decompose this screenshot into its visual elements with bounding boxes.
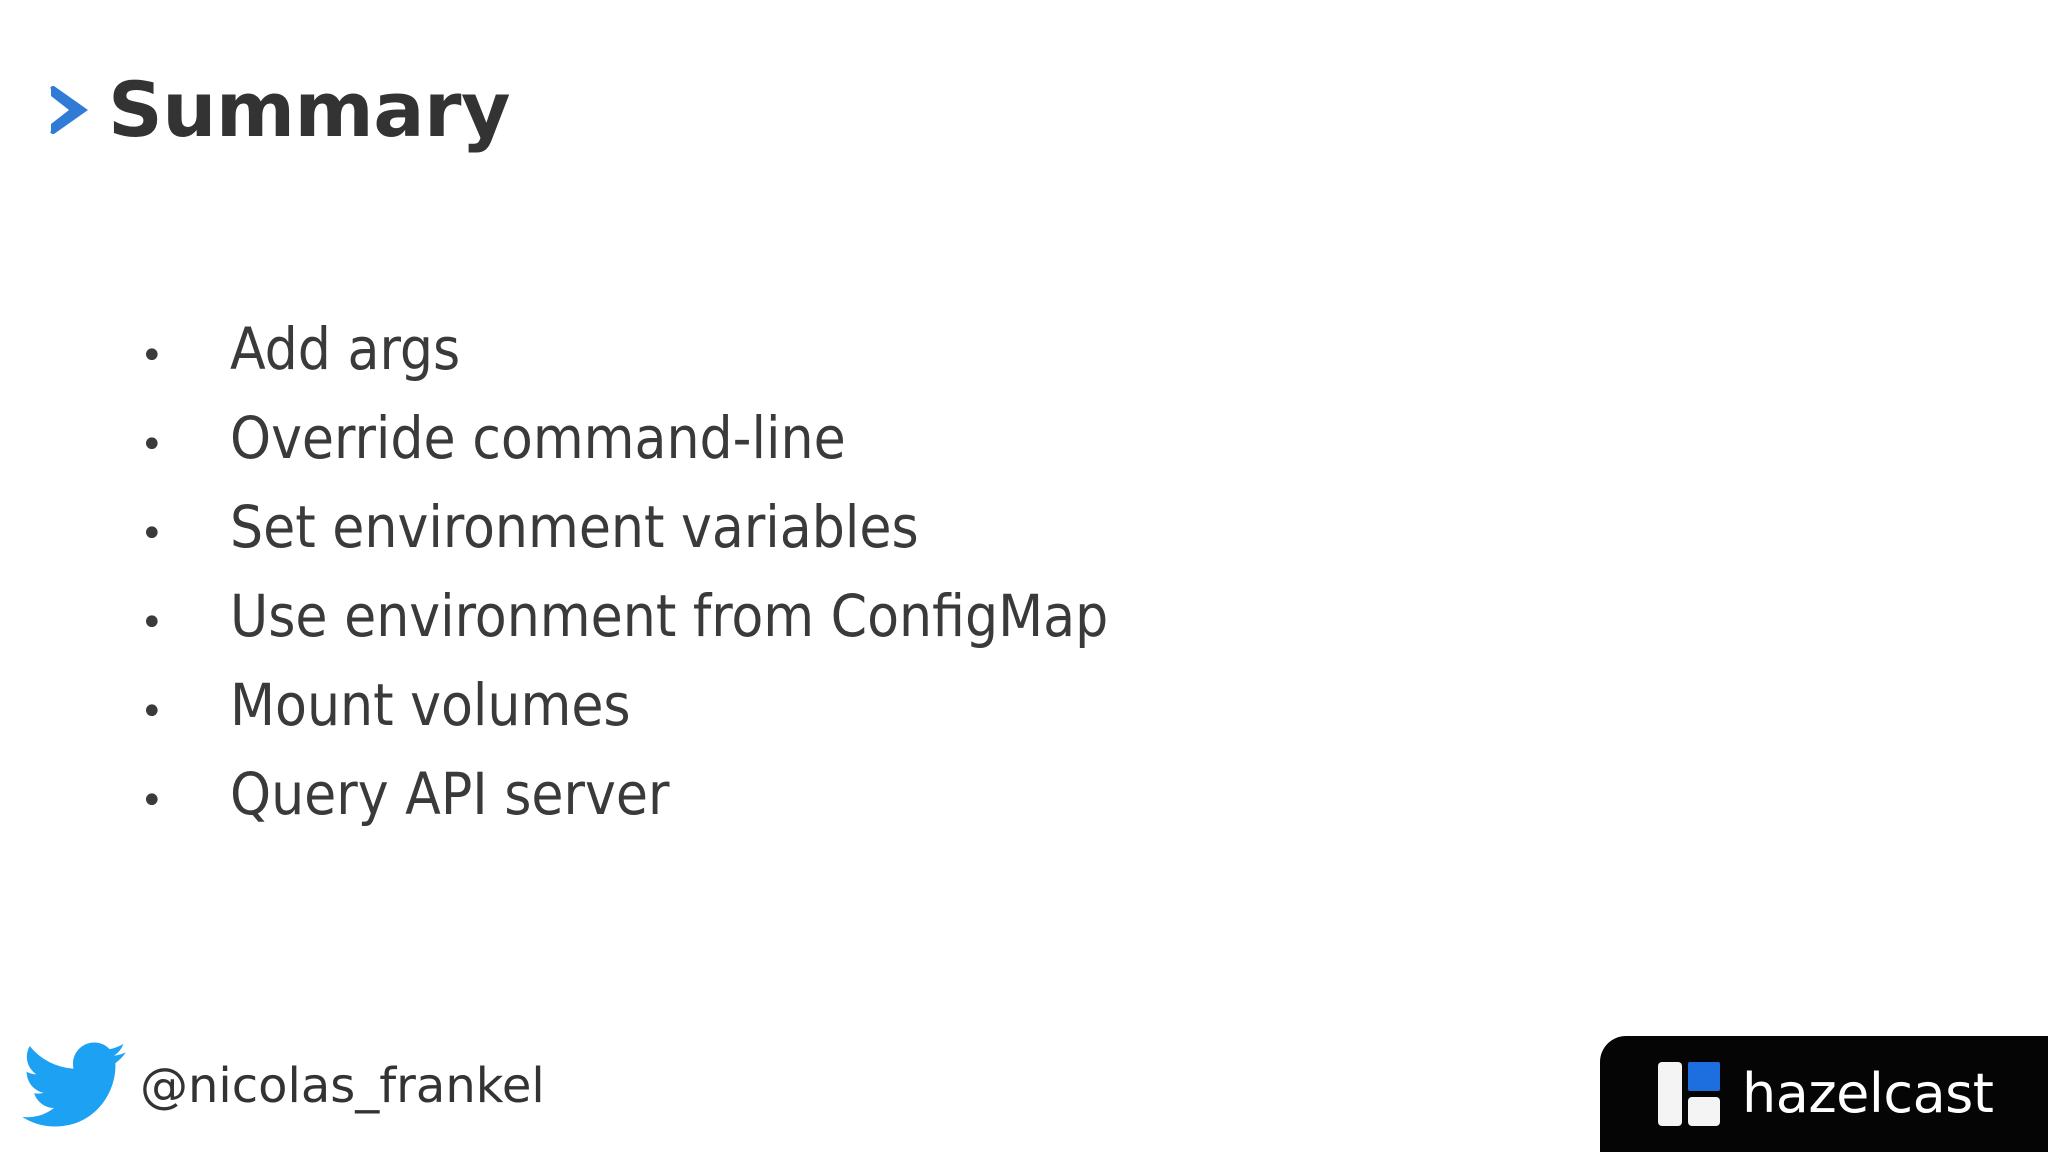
list-item-label: Override command-line xyxy=(230,404,846,472)
hazelcast-wordmark: hazelcast xyxy=(1742,1062,1994,1125)
list-item: • Query API server xyxy=(140,765,1840,854)
bullet-marker-icon: • xyxy=(140,600,164,646)
twitter-handle: @nicolas_frankel xyxy=(22,1042,545,1130)
bullet-marker-icon: • xyxy=(140,778,164,824)
page-title-text: Summary xyxy=(108,65,511,154)
list-item-label: Use environment from ConfigMap xyxy=(230,582,1109,650)
summary-bullet-list: • Add args • Override command-line • Set… xyxy=(140,320,1840,854)
list-item-label: Add args xyxy=(230,315,461,383)
list-item: • Use environment from ConfigMap xyxy=(140,587,1840,676)
list-item-label: Query API server xyxy=(230,760,670,828)
list-item: • Override command-line xyxy=(140,409,1840,498)
twitter-handle-text: @nicolas_frankel xyxy=(140,1058,545,1114)
list-item: • Mount volumes xyxy=(140,676,1840,765)
twitter-bird-icon xyxy=(22,1042,127,1127)
list-item: • Add args xyxy=(140,320,1840,409)
list-item-label: Set environment variables xyxy=(230,493,919,561)
list-item-label: Mount volumes xyxy=(230,671,631,739)
bullet-marker-icon: • xyxy=(140,689,164,735)
page-title: Summary xyxy=(48,62,511,158)
list-item: • Set environment variables xyxy=(140,498,1840,587)
hazelcast-logo-icon xyxy=(1658,1062,1720,1126)
hazelcast-brand-badge: hazelcast xyxy=(1600,1036,2048,1152)
chevron-right-icon xyxy=(50,86,88,134)
bullet-marker-icon: • xyxy=(140,511,164,557)
bullet-marker-icon: • xyxy=(140,422,164,468)
bullet-marker-icon: • xyxy=(140,333,164,379)
